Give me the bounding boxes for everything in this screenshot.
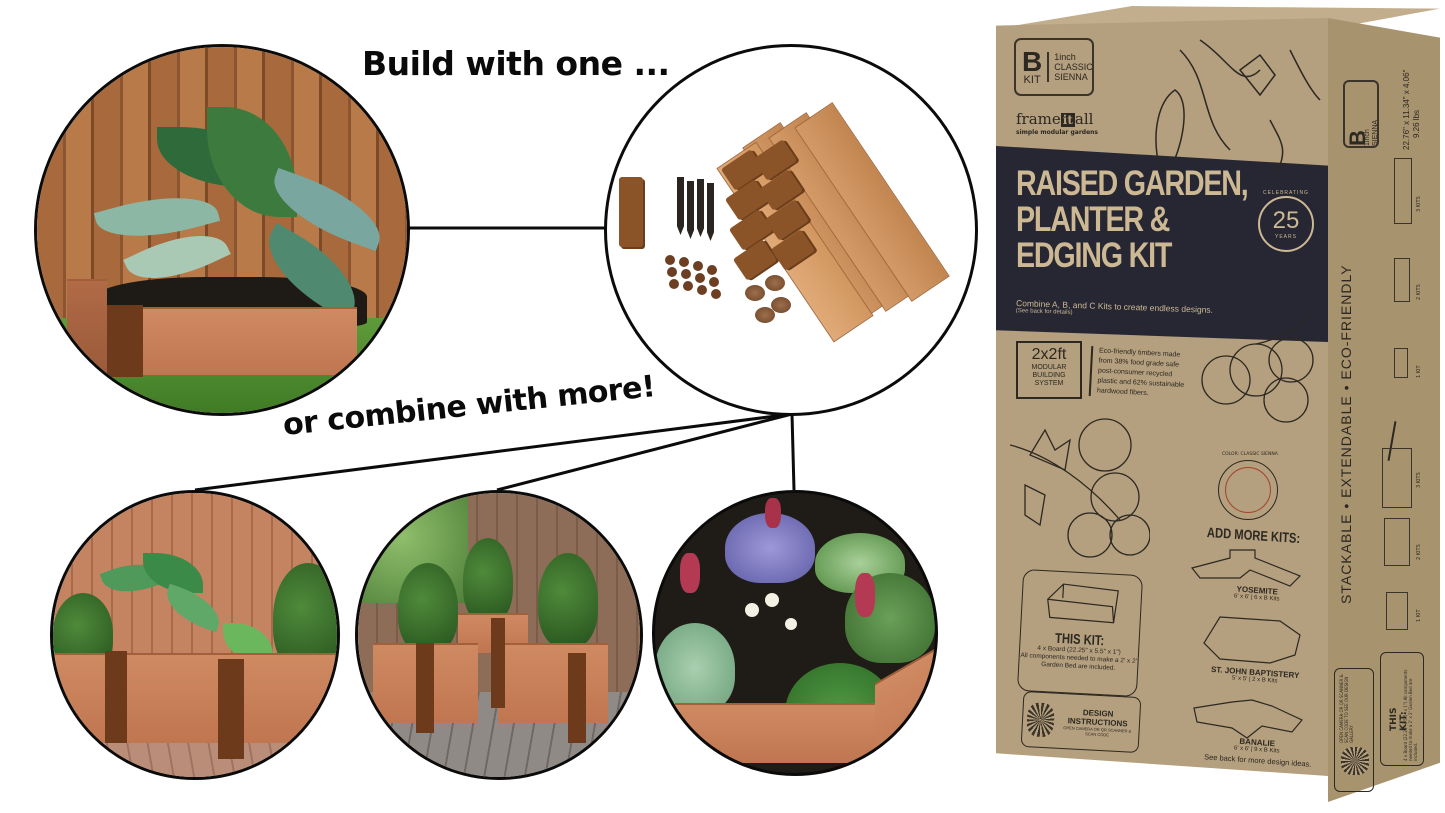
build-with-one-heading: Build with one ...	[362, 44, 670, 83]
anniversary-top: CELEBRATING	[1263, 190, 1309, 196]
side-gallery-panel: OPEN CAMERA OR QR SCANNER & SCAN CODE TO…	[1334, 668, 1374, 792]
color-swatch-ring	[1218, 460, 1278, 520]
stack-label-3: 3 KITS	[1416, 196, 1422, 212]
cucumber-vine-illustration-icon	[1155, 39, 1321, 176]
title-line-2: PLANTER &	[1016, 200, 1170, 239]
stack-label-1: 1 KIT	[1416, 365, 1422, 378]
banalie-design-icon	[1193, 699, 1303, 739]
kit-parts-photo	[604, 44, 978, 416]
extend-label-1: 1 KIT	[1416, 609, 1422, 622]
side-this-kit-panel: THIS KIT: 4 x Board (22.25" x 5.5" x 1")…	[1380, 652, 1424, 766]
eco-friendly-text: Eco-friendly timbers made from 38% food …	[1088, 346, 1188, 401]
side-kit-color: SIENNA	[1372, 119, 1379, 146]
tomato-vine-illustration-icon	[1010, 418, 1150, 558]
single-raised-bed-photo	[34, 44, 410, 416]
bed-outline-icon	[1047, 583, 1119, 624]
extend-label-2: 2 KITS	[1416, 544, 1422, 560]
system-line2: BUILDING SYSTEM	[1032, 372, 1066, 387]
stack-3-kits-icon	[1394, 158, 1412, 224]
kit-size: 1inch	[1054, 52, 1076, 62]
anniversary-bottom: YEARS	[1275, 234, 1297, 240]
box-side-face	[1328, 18, 1440, 802]
qr-code-icon	[1026, 702, 1056, 738]
kit-letter: B	[1022, 45, 1043, 77]
long-bed-against-fence-photo	[50, 490, 340, 780]
anniversary-number: 25	[1272, 207, 1300, 234]
brand-tagline: simple modular gardens	[1016, 129, 1098, 136]
modular-system-box: 2x2ft MODULAR BUILDING SYSTEM	[1016, 341, 1082, 399]
baptistery-design-icon	[1203, 616, 1301, 664]
yosemite-design-icon	[1190, 549, 1302, 587]
title-line-1: RAISED GARDEN,	[1016, 164, 1249, 203]
side-qr-code-icon	[1341, 747, 1369, 775]
extend-label-3: 3 KITS	[1416, 472, 1422, 488]
stack-2-kits-icon	[1394, 258, 1410, 302]
tomato-illustration-icon	[1201, 309, 1317, 423]
kit-color-line2: SIENNA	[1054, 72, 1088, 82]
anniversary-badge: CELEBRATING 25 YEARS	[1258, 190, 1314, 252]
extend-2-kits-icon	[1384, 518, 1410, 566]
product-title: RAISED GARDEN, PLANTER & EDGING KIT	[1016, 164, 1249, 275]
side-gallery-text: OPEN CAMERA OR QR SCANNER & SCAN CODE TO…	[1339, 674, 1354, 743]
side-kit-size: 1inch	[1364, 129, 1371, 146]
side-features-text: STACKABLE • EXTENDABLE • ECO-FRIENDLY	[1338, 264, 1354, 604]
stack-1-kit-icon	[1394, 348, 1408, 378]
kit-word: KIT	[1023, 73, 1041, 86]
tiered-corner-bed-on-deck-photo	[355, 490, 643, 780]
kit-color-line1: CLASSIC	[1054, 62, 1093, 72]
stack-label-2: 2 KITS	[1416, 284, 1422, 300]
design-instructions-panel: DESIGN INSTRUCTIONS OPEN CAMERA OR QR SC…	[1020, 690, 1142, 754]
side-dimensions: 22.76" x 11.34" x 4.06"	[1402, 69, 1411, 150]
octagon-flower-bed-photo	[652, 490, 938, 776]
color-label: COLOR: CLASSIC SIENNA	[1222, 452, 1278, 457]
system-line1: MODULAR	[1031, 364, 1067, 371]
extend-1-kit-icon	[1386, 592, 1408, 630]
extend-3-kits-icon	[1382, 448, 1412, 508]
this-kit-panel: THIS KIT: 4 x Board (22.25" x 5.5" x 1")…	[1016, 568, 1144, 698]
side-weight: 9.26 lbs	[1412, 109, 1421, 138]
side-kit-badge	[1343, 80, 1379, 148]
title-line-3: EDGING KIT	[1016, 236, 1172, 275]
system-size: 2x2ft	[1031, 346, 1067, 363]
side-this-kit-text: 4 x Board (22.25" x 5.5" x 1") All compo…	[1403, 669, 1418, 761]
